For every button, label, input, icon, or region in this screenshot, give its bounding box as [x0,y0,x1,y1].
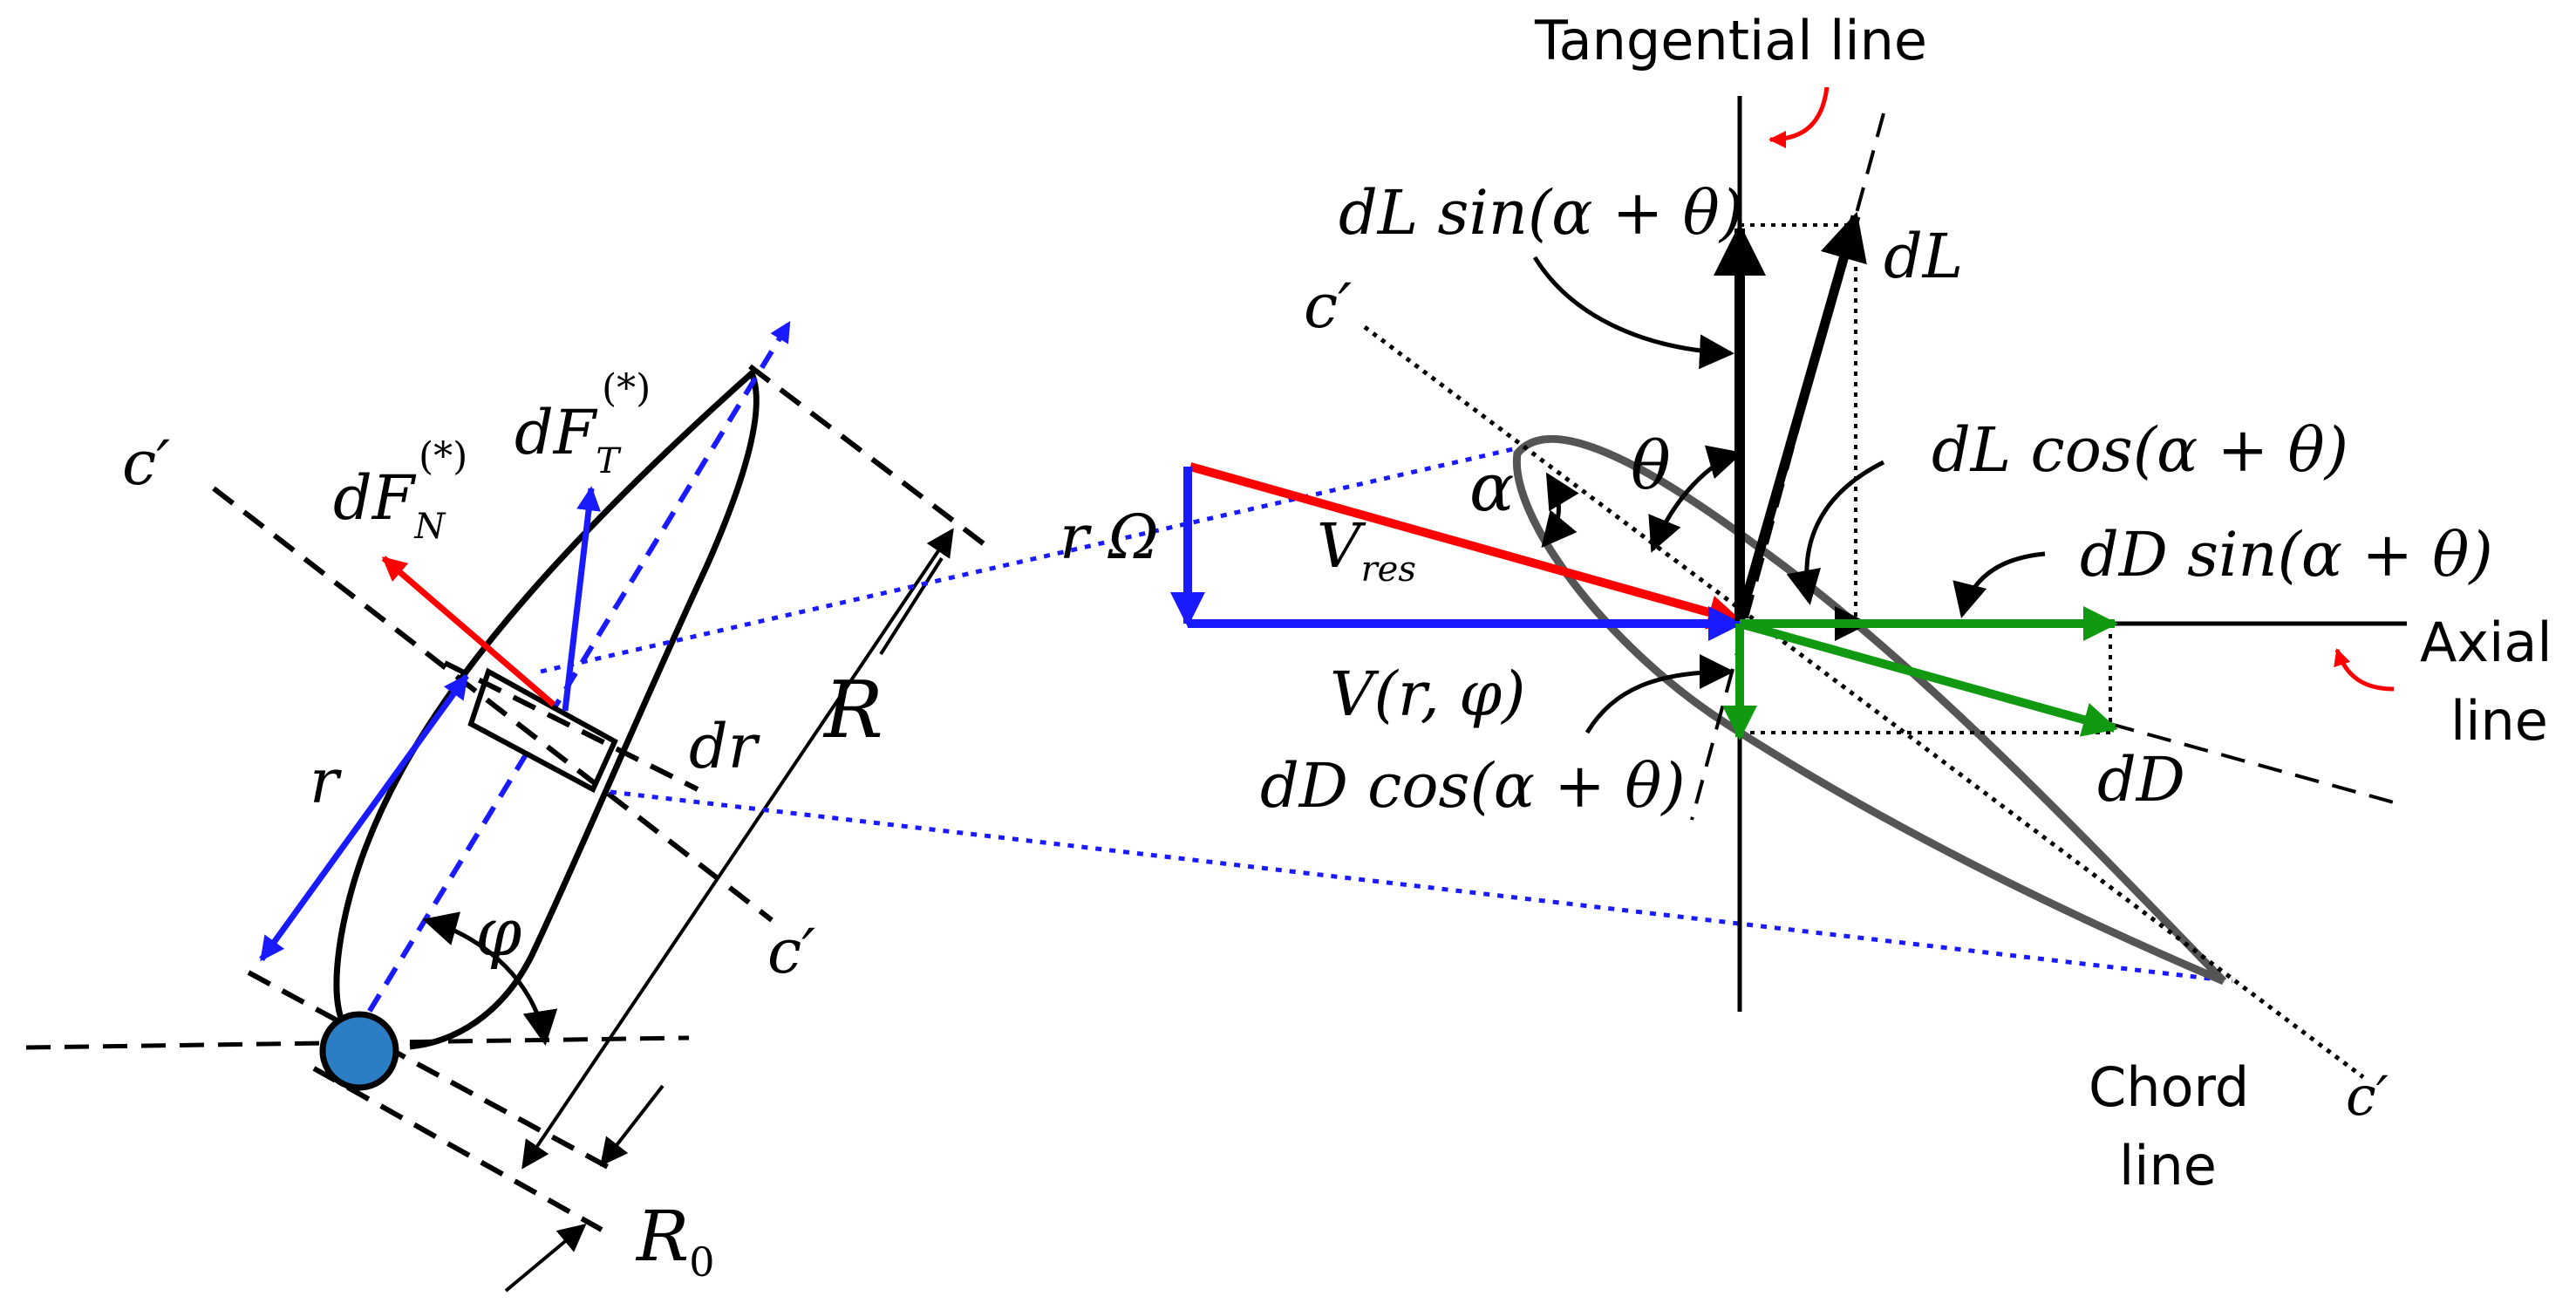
theta-label: θ [1631,426,1671,504]
R0-pointer-bottom [504,1223,587,1293]
leader-dD-cos [1584,654,1734,734]
root-dashed-line-2 [312,1066,603,1232]
root-dashed-line-1 [247,970,621,1176]
dD-cos-label: dD cos(α + θ) [1260,750,1686,822]
c-prime-label-left-top: c′ [122,427,170,499]
c-prime-line-left [212,486,773,923]
axial-indicator [2334,648,2395,692]
dFN-label: dFN [333,462,446,547]
theta-arc [1648,445,1743,553]
blade-planform [25,320,987,1293]
leader-dL-cos [1786,460,1885,605]
dFT-label: dFT [515,397,622,481]
dFT-star: (*) [602,366,651,411]
leader-dL-sin [1532,256,1734,370]
r-label: r [310,746,342,817]
airfoil-force-diagram [1170,86,2407,1079]
r-omega-label: r Ω [1060,501,1159,573]
dFN-star: (*) [419,434,467,479]
R-label: R [822,665,883,756]
dL-cos-label: dL cos(α + θ) [1932,414,2348,486]
dL-sin-label: dL sin(α + θ) [1339,177,1743,249]
phi-arc [422,911,558,1046]
axial-line-label-1: Axial [2420,611,2552,674]
dD-sin-label: dD sin(α + θ) [2080,519,2493,590]
airfoil-outline [1512,434,2227,986]
axial-line-label-2: line [2450,689,2548,753]
dD-label: dD [2097,744,2185,815]
leader-dD-sin [1952,551,2046,618]
tangential-line-label: Tangential line [1534,9,1927,72]
R0-pointer-top [600,1084,664,1167]
chord-line-label-2: line [2119,1134,2217,1197]
alpha-arc [1541,472,1579,549]
tangential-indicator [1768,86,1830,148]
v-r-phi-label: V(r, φ) [1330,658,1525,730]
v-res-label: Vres [1317,510,1416,590]
hub-circle [319,1011,399,1091]
c-prime-label-right-top: c′ [1304,270,1352,342]
R-leader [879,556,944,656]
phi-label: φ [475,893,521,971]
r-arrow [259,673,469,962]
c-prime-label-right-bottom: c′ [2346,1064,2389,1128]
R-dimension-line [521,528,954,1170]
dD-arrow [1738,619,2118,737]
dr-label: dr [689,711,760,782]
alpha-label: α [1469,448,1514,526]
drag-direction-line [2109,722,2395,804]
v-res-arrow [1189,462,1743,630]
dL-label: dL [1884,221,1963,292]
chord-line-label-1: Chord [2089,1055,2249,1119]
c-prime-label-left-bottom: c′ [767,916,815,987]
tip-dashed-line [748,364,987,548]
dL-arrow [1734,211,1867,623]
dFT-arrow [562,486,601,712]
R0-label: R0 [635,1196,715,1286]
